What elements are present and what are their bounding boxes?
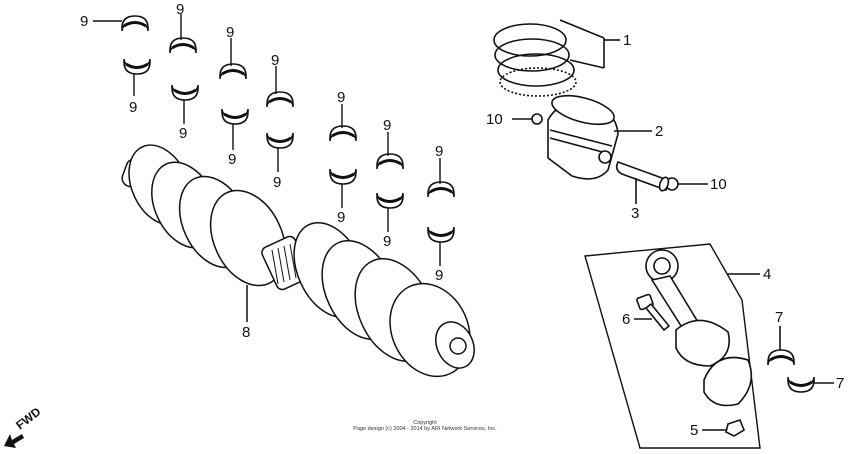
callout-labels: 9 9 9 9 9 9 9 9 9 9 9 9 9 9 1 2 3 4 5 6 …: [80, 1, 844, 439]
callout-9-n: 9: [435, 267, 443, 284]
callout-9-d: 9: [271, 52, 279, 69]
callout-9-g: 9: [435, 143, 443, 160]
callout-2: 2: [655, 123, 663, 140]
callout-1: 1: [623, 32, 631, 49]
callout-9-l: 9: [337, 209, 345, 226]
callout-4: 4: [763, 266, 771, 283]
callout-3: 3: [631, 205, 639, 222]
callout-5: 5: [690, 422, 698, 439]
callout-9-b: 9: [176, 1, 184, 18]
callout-8: 8: [242, 324, 250, 341]
piston-ring-set: [493, 19, 620, 97]
rod-bearings: [766, 326, 834, 394]
callout-9-i: 9: [179, 125, 187, 142]
callout-7-a: 7: [775, 309, 783, 326]
crankshaft: [121, 144, 475, 378]
callout-7-b: 7: [836, 375, 844, 392]
callout-10-b: 10: [710, 176, 727, 193]
fwd-indicator: FWD: [4, 404, 44, 448]
callout-9-j: 9: [228, 151, 236, 168]
callout-9-k: 9: [273, 174, 281, 191]
callout-9-a: 9: [80, 13, 88, 30]
copyright-notice: Page design (c) 2004 - 2014 by ARI Netwo…: [353, 426, 497, 432]
connecting-rod-assembly: [584, 243, 761, 449]
callout-9-m: 9: [383, 233, 391, 250]
fwd-label: FWD: [13, 404, 43, 432]
piston-pin: [615, 161, 670, 204]
main-bearings: [93, 14, 456, 266]
callout-10-a: 10: [486, 111, 503, 128]
copyright-title: Copyright: [413, 420, 437, 426]
callout-9-e: 9: [337, 89, 345, 106]
piston: [547, 94, 652, 180]
fwd-arrow-icon: [4, 434, 24, 448]
callout-6: 6: [622, 311, 630, 328]
callout-9-h: 9: [129, 99, 137, 116]
callout-9-f: 9: [383, 117, 391, 134]
callout-9-c: 9: [226, 24, 234, 41]
